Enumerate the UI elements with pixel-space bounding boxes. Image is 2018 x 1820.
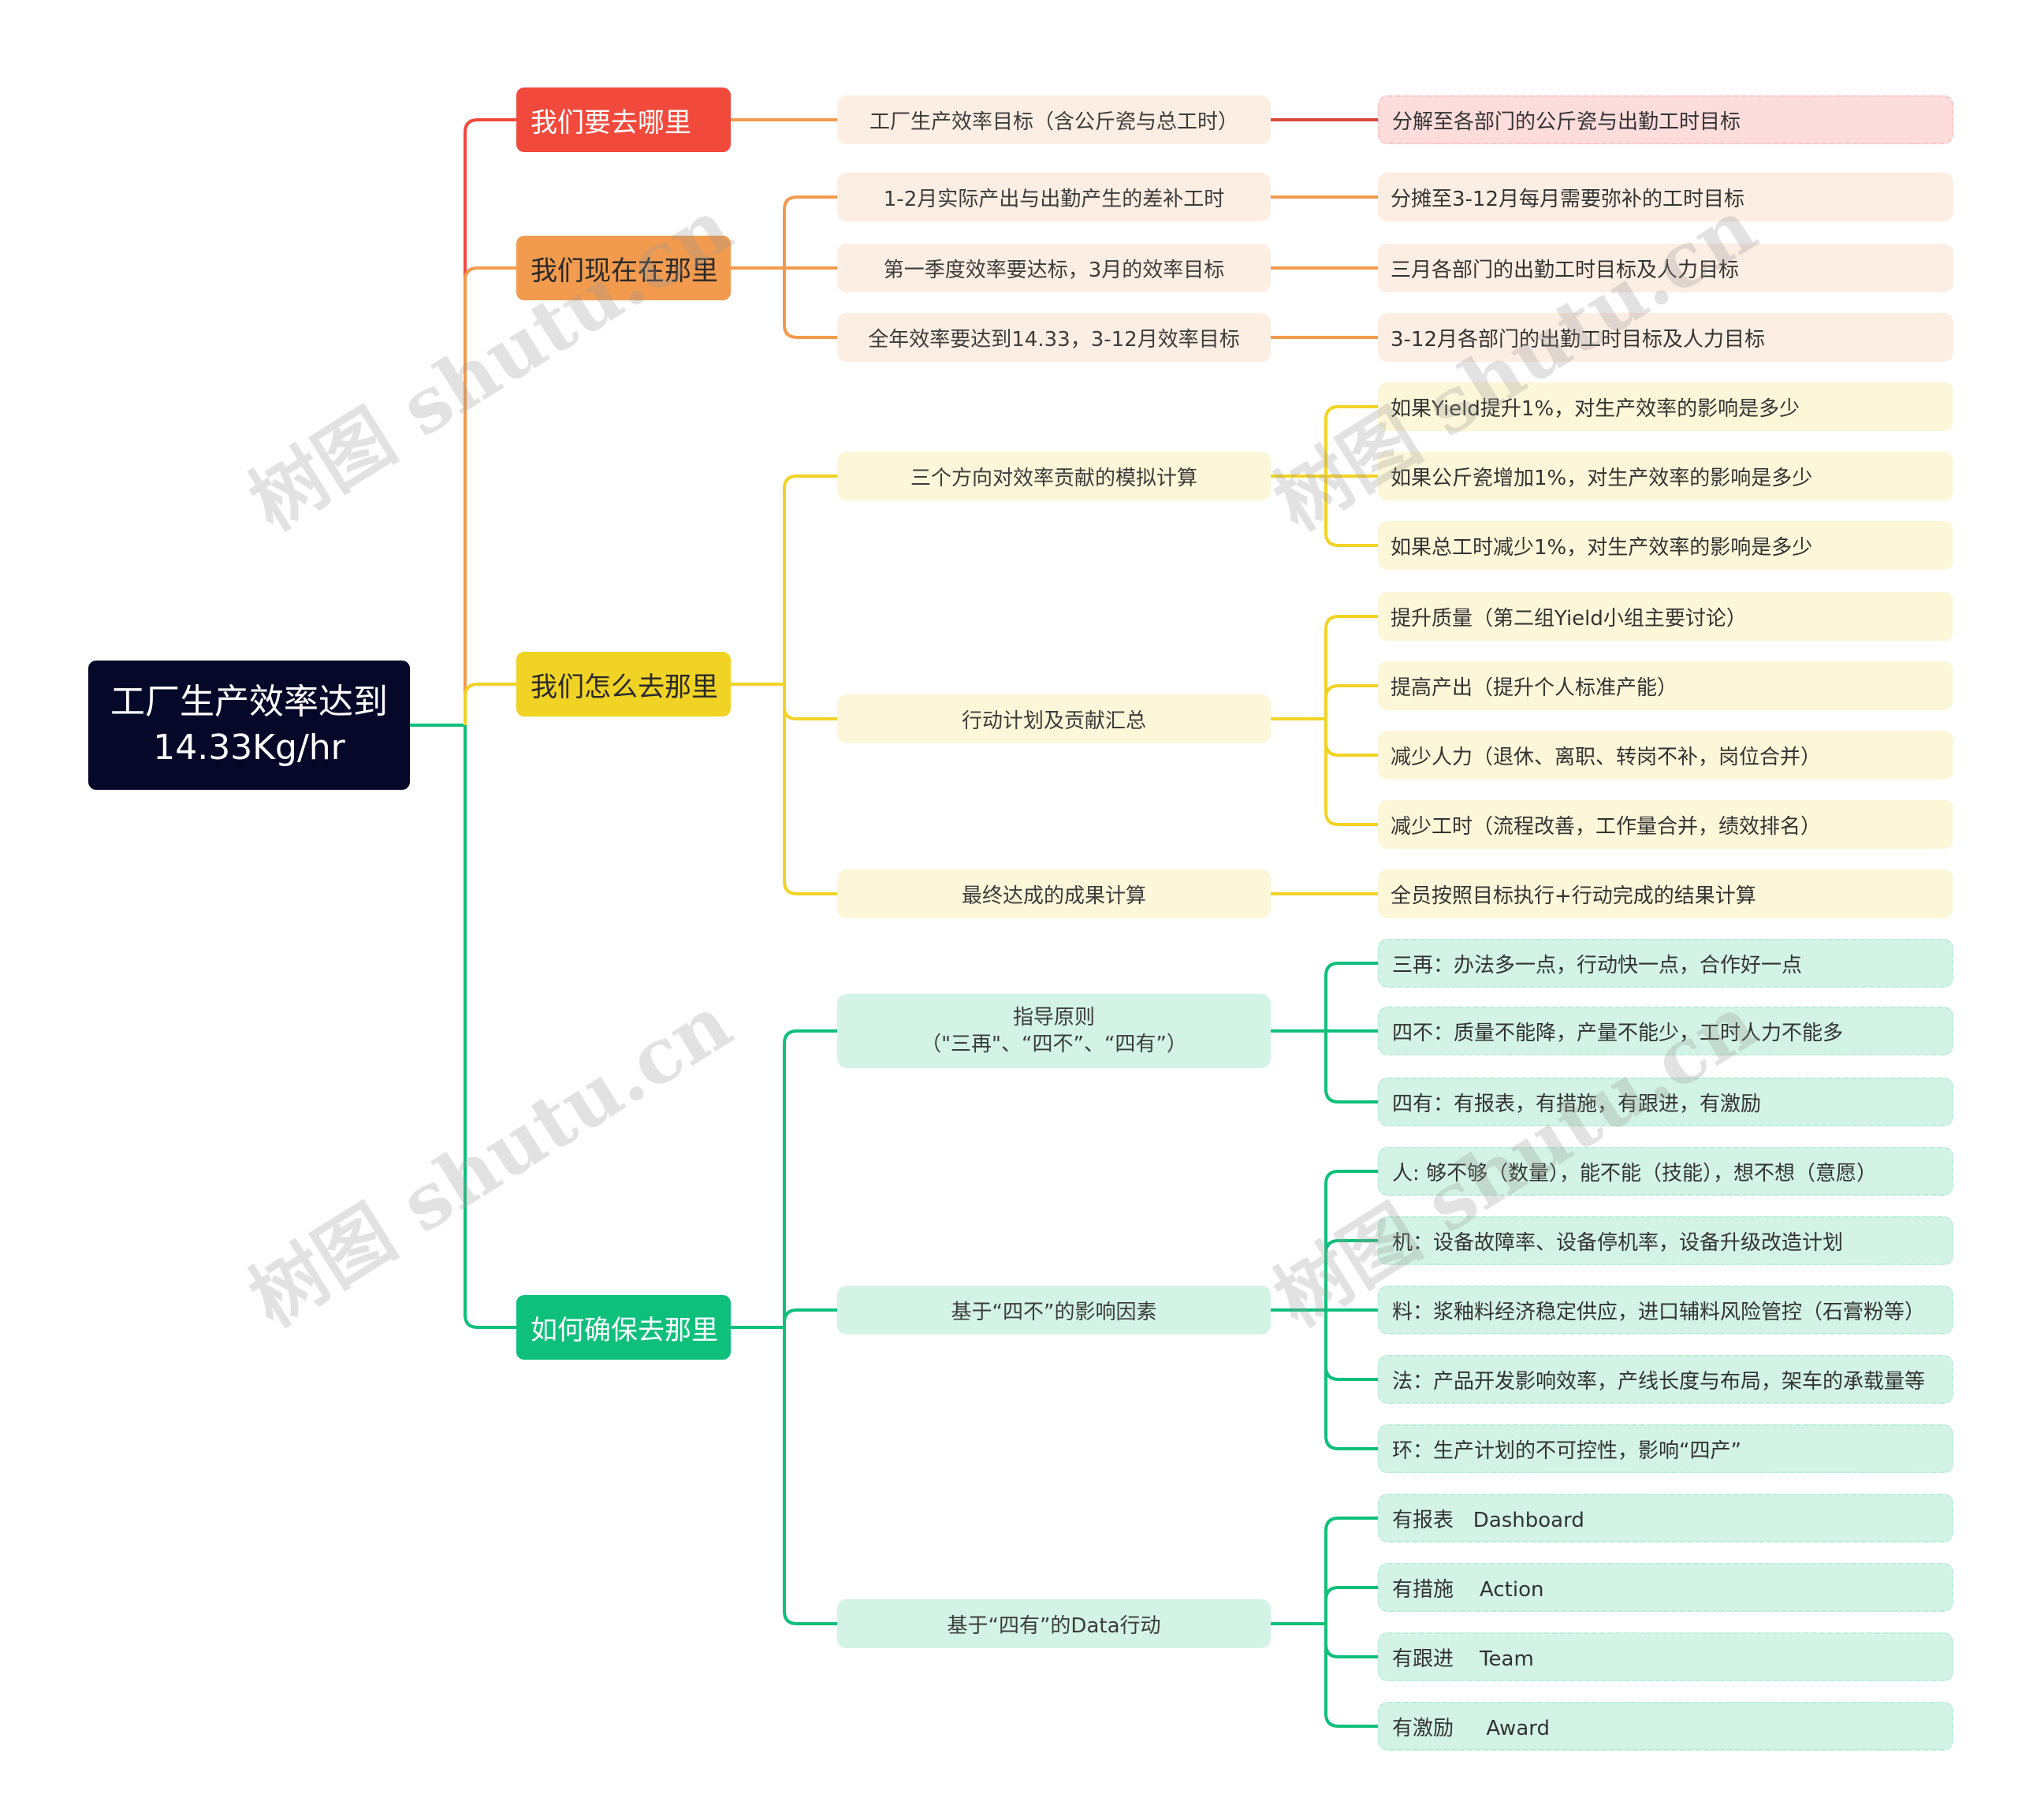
leaf-topic[interactable]: 减少工时（流程改善，工作量合并，绩效排名） xyxy=(1378,800,1953,849)
leaf-topic[interactable]: 3-12月各部门的出勤工时目标及人力目标 xyxy=(1378,313,1953,362)
subtopic-label: 行动计划及贡献汇总 xyxy=(961,709,1146,733)
leaf-topic[interactable]: 如果公斤瓷增加1%，对生产效率的影响是多少 xyxy=(1378,452,1953,501)
subtopic[interactable]: 行动计划及贡献汇总 xyxy=(837,694,1271,743)
subtopic[interactable]: 工厂生产效率目标（含公斤瓷与总工时） xyxy=(837,95,1271,144)
subtopic-label-line2: （"三再"、“四不”、“四有”） xyxy=(921,1033,1187,1056)
subtopic-label: 基于“四有”的Data行动 xyxy=(947,1613,1161,1638)
leaf-label: 如果公斤瓷增加1%，对生产效率的影响是多少 xyxy=(1391,466,1813,490)
subtopic-label: 最终达成的成果计算 xyxy=(961,884,1146,908)
subtopic-label: 第一季度效率要达标，3月的效率目标 xyxy=(883,258,1225,282)
leaf-topic[interactable]: 环：生产计划的不可控性，影响“四产” xyxy=(1378,1424,1953,1473)
leaf-label: 分解至各部门的公斤瓷与出勤工时目标 xyxy=(1392,110,1741,134)
subtopic[interactable]: 全年效率要达到14.33，3-12月效率目标 xyxy=(837,313,1271,362)
leaf-topic[interactable]: 三再：办法多一点，行动快一点，合作好一点 xyxy=(1378,939,1953,988)
leaf-label: 有跟进 Team xyxy=(1392,1647,1534,1671)
root-title-line1: 工厂生产效率达到 xyxy=(110,682,388,722)
leaf-label: 如果总工时减少1%，对生产效率的影响是多少 xyxy=(1391,535,1813,560)
subtopic-label: 1-2月实际产出与出勤产生的差补工时 xyxy=(883,187,1225,211)
root-topic[interactable]: 工厂生产效率达到 14.33Kg/hr xyxy=(88,661,410,790)
subtopic-label: 基于“四不”的影响因素 xyxy=(951,1300,1157,1324)
leaf-label: 3-12月各部门的出勤工时目标及人力目标 xyxy=(1391,327,1766,352)
leaf-topic[interactable]: 有报表 Dashboard xyxy=(1378,1494,1953,1543)
subtopic-label: 指导原则 xyxy=(1012,1006,1095,1029)
subtopic[interactable]: 基于“四不”的影响因素 xyxy=(837,1286,1271,1334)
leaf-label: 环：生产计划的不可控性，影响“四产” xyxy=(1392,1439,1741,1463)
branch-how-to-ensure[interactable]: 如何确保去那里 xyxy=(516,1295,731,1360)
leaf-topic[interactable]: 四不：质量不能降，产量不能少，工时人力不能多 xyxy=(1378,1007,1953,1055)
leaf-topic[interactable]: 如果Yield提升1%，对生产效率的影响是多少 xyxy=(1378,382,1953,431)
leaf-label: 四不：质量不能降，产量不能少，工时人力不能多 xyxy=(1392,1021,1844,1045)
leaf-topic[interactable]: 分摊至3-12月每月需要弥补的工时目标 xyxy=(1378,173,1953,221)
leaf-label: 有激励 Award xyxy=(1392,1716,1550,1740)
branch-how-to-go[interactable]: 我们怎么去那里 xyxy=(516,652,731,716)
leaf-label: 提高产出（提升个人标准产能） xyxy=(1391,676,1678,700)
branch-label: 我们怎么去那里 xyxy=(531,671,718,703)
leaf-topic[interactable]: 有跟进 Team xyxy=(1378,1632,1953,1681)
leaf-topic[interactable]: 人: 够不够（数量），能不能（技能），想不想（意愿） xyxy=(1378,1147,1953,1196)
branch-where-now[interactable]: 我们现在在那里 xyxy=(516,236,731,300)
leaf-topic[interactable]: 四有：有报表，有措施，有跟进，有激励 xyxy=(1378,1077,1953,1126)
leaf-label: 如果Yield提升1%，对生产效率的影响是多少 xyxy=(1391,396,1800,421)
leaf-topic[interactable]: 减少人力（退休、离职、转岗不补，岗位合并） xyxy=(1378,731,1953,780)
leaf-label: 有报表 Dashboard xyxy=(1392,1508,1584,1532)
subtopic-label: 工厂生产效率目标（含公斤瓷与总工时） xyxy=(869,110,1238,134)
subtopic[interactable]: 基于“四有”的Data行动 xyxy=(837,1599,1271,1648)
leaf-topic[interactable]: 料：浆釉料经济稳定供应，进口辅料风险管控（石膏粉等） xyxy=(1378,1286,1953,1334)
leaf-label: 四有：有报表，有措施，有跟进，有激励 xyxy=(1392,1092,1762,1116)
subtopic[interactable]: 三个方向对效率贡献的模拟计算 xyxy=(837,452,1271,501)
subtopic[interactable]: 最终达成的成果计算 xyxy=(837,869,1271,918)
branch-label: 如何确保去那里 xyxy=(531,1314,718,1346)
leaf-label: 分摊至3-12月每月需要弥补的工时目标 xyxy=(1391,187,1745,211)
branch-label: 我们要去哪里 xyxy=(531,106,691,139)
leaf-label: 有措施 Action xyxy=(1392,1577,1544,1602)
leaf-label: 减少人力（退休、离职、转岗不补，岗位合并） xyxy=(1391,745,1822,769)
leaf-topic[interactable]: 有激励 Award xyxy=(1378,1702,1953,1751)
branch-where-to-go[interactable]: 我们要去哪里 xyxy=(516,87,731,152)
leaf-topic[interactable]: 提高产出（提升个人标准产能） xyxy=(1378,661,1953,710)
root-title-line2: 14.33Kg/hr xyxy=(153,728,345,768)
leaf-topic[interactable]: 法：产品开发影响效率，产线长度与布局，架车的承载量等 xyxy=(1378,1355,1953,1404)
leaf-label: 料：浆釉料经济稳定供应，进口辅料风险管控（石膏粉等） xyxy=(1392,1300,1926,1324)
leaf-topic[interactable]: 有措施 Action xyxy=(1378,1563,1953,1612)
leaf-label: 减少工时（流程改善，工作量合并，绩效排名） xyxy=(1391,814,1822,839)
leaf-topic[interactable]: 提升质量（第二组Yield小组主要讨论） xyxy=(1378,592,1953,641)
subtopic[interactable]: 指导原则 （"三再"、“四不”、“四有”） xyxy=(837,994,1271,1068)
leaf-label: 人: 够不够（数量），能不能（技能），想不想（意愿） xyxy=(1392,1161,1878,1185)
subtopic-label: 三个方向对效率贡献的模拟计算 xyxy=(910,466,1197,490)
leaf-topic[interactable]: 机：设备故障率、设备停机率，设备升级改造计划 xyxy=(1378,1216,1953,1265)
leaf-topic[interactable]: 三月各部门的出勤工时目标及人力目标 xyxy=(1378,244,1953,292)
leaf-label: 机：设备故障率、设备停机率，设备升级改造计划 xyxy=(1392,1230,1844,1255)
leaf-label: 提升质量（第二组Yield小组主要讨论） xyxy=(1391,606,1747,631)
branch-label: 我们现在在那里 xyxy=(531,255,718,287)
leaf-topic[interactable]: 分解至各部门的公斤瓷与出勤工时目标 xyxy=(1378,95,1953,144)
leaf-label: 全员按照目标执行+行动完成的结果计算 xyxy=(1391,884,1756,908)
subtopic[interactable]: 第一季度效率要达标，3月的效率目标 xyxy=(837,244,1271,292)
leaf-label: 三再：办法多一点，行动快一点，合作好一点 xyxy=(1392,953,1803,977)
leaf-topic[interactable]: 如果总工时减少1%，对生产效率的影响是多少 xyxy=(1378,521,1953,570)
leaf-topic[interactable]: 全员按照目标执行+行动完成的结果计算 xyxy=(1378,869,1953,918)
subtopic-label: 全年效率要达到14.33，3-12月效率目标 xyxy=(868,327,1240,352)
subtopic[interactable]: 1-2月实际产出与出勤产生的差补工时 xyxy=(837,173,1271,221)
leaf-label: 法：产品开发影响效率，产线长度与布局，架车的承载量等 xyxy=(1392,1369,1926,1394)
leaf-label: 三月各部门的出勤工时目标及人力目标 xyxy=(1391,258,1740,282)
